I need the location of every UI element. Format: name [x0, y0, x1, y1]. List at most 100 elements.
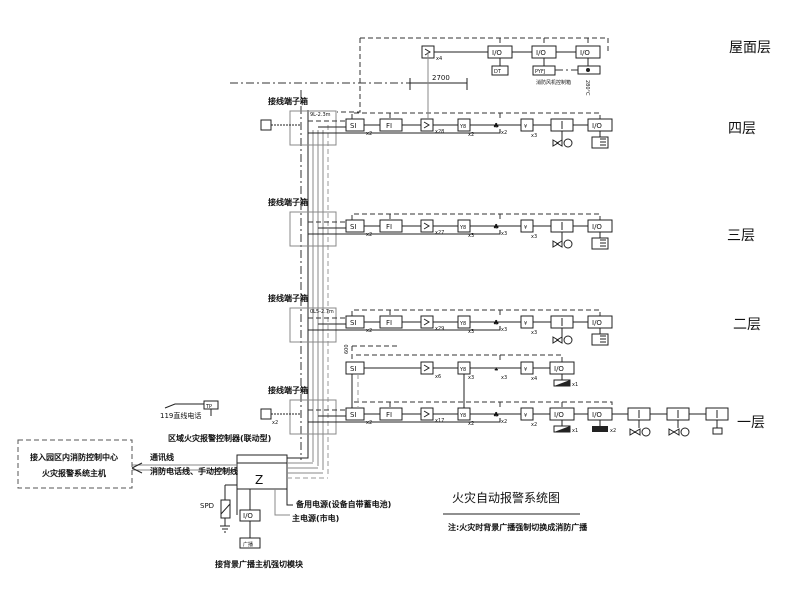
broadcast-speaker	[520, 407, 534, 421]
floor-label-2: 二层	[733, 317, 761, 333]
svg-text:备用电源(设备自带蓄电池): 备用电源(设备自带蓄电池)	[295, 499, 391, 509]
svg-text:通讯线: 通讯线	[150, 452, 174, 462]
svg-text:x3: x3	[468, 375, 474, 381]
svg-text:x2: x2	[501, 419, 507, 425]
svg-text:Y8: Y8	[459, 413, 466, 419]
svg-text:¥: ¥	[524, 225, 527, 231]
svg-text:I/O: I/O	[580, 49, 590, 57]
dim-2700: 2700	[432, 74, 450, 82]
svg-text:¥: ¥	[524, 321, 527, 327]
svg-text:Y8: Y8	[459, 124, 466, 130]
svg-text:广播: 广播	[243, 541, 253, 548]
svg-text:SI: SI	[350, 319, 357, 327]
svg-text:SI: SI	[350, 223, 357, 231]
hotline-label: 119直线电话	[160, 411, 201, 420]
svg-text:I/O: I/O	[592, 411, 602, 419]
terminal-box-label: 接线端子箱	[268, 293, 308, 303]
svg-text:接背景广播主机强切模块: 接背景广播主机强切模块	[215, 559, 304, 569]
hydrant-button	[457, 219, 471, 233]
svg-text:Y8: Y8	[459, 321, 466, 327]
svg-text:x2: x2	[501, 130, 507, 136]
svg-text:¥: ¥	[524, 367, 527, 373]
svg-text:SI: SI	[350, 365, 357, 373]
roof-dashed-drop	[337, 38, 361, 113]
fire-phone	[260, 119, 272, 131]
svg-text:x2: x2	[366, 328, 372, 334]
fire-phone	[260, 408, 272, 420]
svg-text:消防电话线、手动控制线: 消防电话线、手动控制线	[150, 466, 238, 476]
svg-text:I/O: I/O	[592, 223, 602, 231]
floor-label-roof: 屋面层	[729, 40, 771, 56]
svg-text:x3: x3	[531, 234, 537, 240]
roof-dashed-bus	[360, 37, 609, 52]
fire-input-fi	[379, 219, 403, 233]
fire-input-fi	[379, 407, 403, 421]
svg-text:x4: x4	[531, 376, 537, 382]
roof-detector-count: x4	[436, 56, 442, 62]
center-host-box	[17, 439, 133, 489]
hydrant-button	[457, 118, 471, 132]
svg-text:FI: FI	[386, 223, 392, 231]
svg-text:I/O: I/O	[592, 319, 602, 327]
svg-text:SI: SI	[350, 122, 357, 130]
broadcast-speaker	[520, 118, 534, 132]
svg-text:0L5-2.7m: 0L5-2.7m	[310, 309, 334, 315]
svg-text:x2: x2	[610, 428, 616, 434]
controller-label: 区域火灾报警控制器(联动型)	[168, 433, 271, 443]
svg-text:Y8: Y8	[459, 367, 466, 373]
svg-text:FI: FI	[386, 319, 392, 327]
fan-note: 消防风机控制箱	[536, 79, 571, 86]
svg-text:火灾报警系统主机: 火灾报警系统主机	[42, 468, 106, 478]
svg-text:x3: x3	[468, 233, 474, 239]
svg-text:接入园区内消防控制中心: 接入园区内消防控制中心	[30, 452, 118, 462]
floor-label-3: 三层	[727, 228, 755, 244]
terminal-box	[289, 399, 337, 435]
fire-input-fi	[379, 315, 403, 329]
terminal-box-label: 接线端子箱	[268, 96, 308, 106]
svg-text:Z: Z	[255, 473, 263, 487]
smoke-detector	[420, 407, 434, 421]
svg-text:x2: x2	[468, 421, 474, 427]
svg-text:主电源(市电): 主电源(市电)	[292, 513, 339, 523]
svg-text:x2: x2	[468, 132, 474, 138]
smoke-detector	[420, 219, 434, 233]
smoke-input-si	[345, 219, 365, 233]
broadcast-speaker	[520, 315, 534, 329]
svg-text:x28: x28	[435, 129, 444, 135]
svg-text:I/O: I/O	[554, 411, 564, 419]
floor-label-1: 一层	[737, 415, 765, 431]
alarm-bell: ♣	[493, 122, 499, 130]
svg-text:DT: DT	[494, 69, 502, 75]
fire-input-fi	[379, 118, 403, 132]
svg-text:I/O: I/O	[554, 365, 564, 373]
floor-label-4: 四层	[728, 121, 756, 137]
svg-text:9L-2.3m: 9L-2.3m	[310, 112, 331, 118]
svg-text:x29: x29	[435, 326, 444, 332]
svg-text:TP: TP	[205, 404, 212, 410]
elevator-dt	[491, 65, 509, 76]
svg-text:Y8: Y8	[459, 225, 466, 231]
svg-text:I/O: I/O	[536, 49, 546, 57]
svg-text:x6: x6	[435, 374, 441, 380]
terminal-box-label: 接线端子箱	[268, 385, 308, 395]
smoke-input-si	[345, 407, 365, 421]
alarm-bell: ♣	[493, 319, 499, 327]
regional-controller	[236, 454, 288, 490]
smoke-input-si	[345, 315, 365, 329]
smoke-detector	[420, 315, 434, 329]
alarm-bell: ♣	[493, 411, 499, 419]
svg-text:x3: x3	[531, 330, 537, 336]
damper-temp: 280°C	[584, 80, 590, 96]
svg-text:x1: x1	[572, 382, 578, 388]
svg-text:x2: x2	[366, 131, 372, 137]
svg-text:¥: ¥	[524, 124, 527, 130]
terminal-box	[289, 307, 337, 343]
svg-text:♣: ♣	[494, 367, 498, 373]
diagram-note: 注:火灾时背景广播强制切换成消防广播	[448, 522, 588, 532]
svg-text:SPD: SPD	[200, 502, 214, 510]
terminal-box	[289, 110, 337, 146]
svg-text:x2: x2	[272, 420, 278, 426]
svg-text:x27: x27	[435, 230, 444, 236]
terminal-box	[289, 211, 337, 247]
